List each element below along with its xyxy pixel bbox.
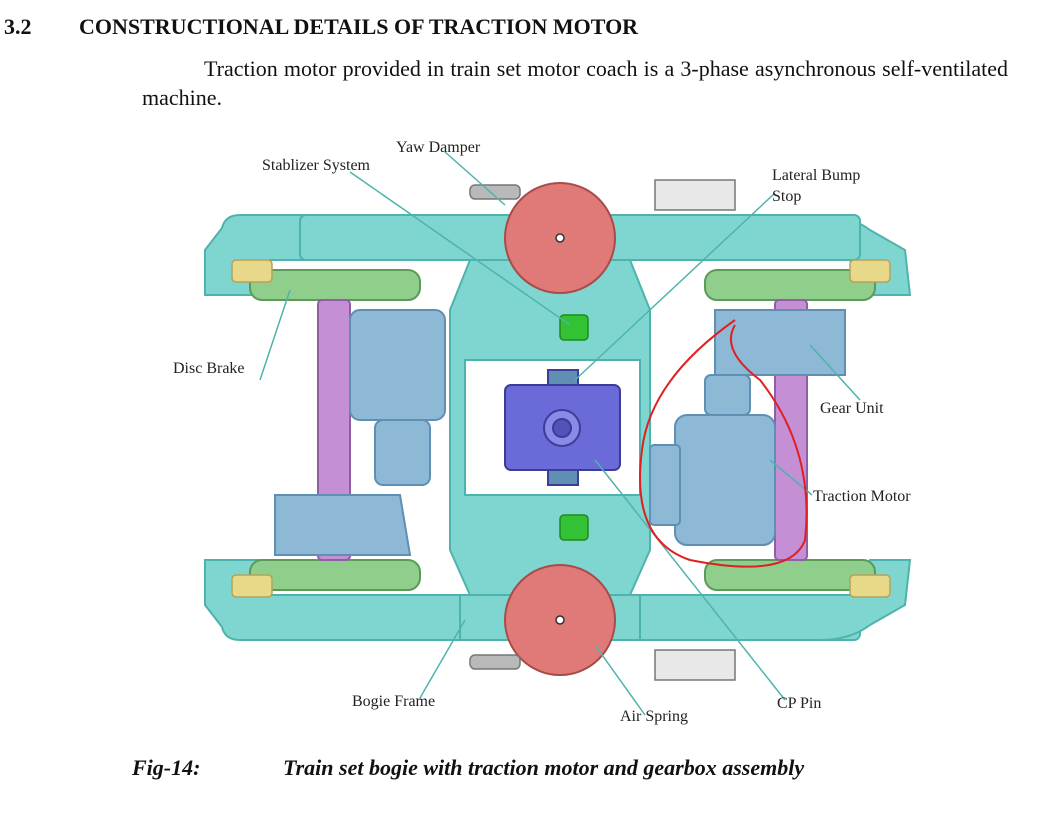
bogie-frame-shape <box>204 214 912 641</box>
label-traction-motor: Traction Motor <box>813 488 911 505</box>
label-cp-pin: CP Pin <box>777 695 822 712</box>
stabilizer-parts <box>559 314 589 541</box>
section-number: 3.2 <box>4 14 32 39</box>
right-traction-motor <box>649 309 846 546</box>
caption-number: Fig-14: <box>132 755 201 780</box>
left-traction-motor <box>274 309 446 556</box>
label-lateral-bump-stop-1: Lateral Bump <box>772 167 861 184</box>
label-lateral-bump-stop-2: Stop <box>772 188 802 205</box>
label-yaw-damper: Yaw Damper <box>396 139 481 156</box>
bogie-figure: Yaw Damper Stablizer System Lateral Bump… <box>0 120 1042 750</box>
label-bogie-frame: Bogie Frame <box>352 693 436 710</box>
leader-lines <box>259 151 861 716</box>
label-air-spring: Air Spring <box>620 708 688 725</box>
label-gear-unit: Gear Unit <box>820 400 884 417</box>
section-title: CONSTRUCTIONAL DETAILS OF TRACTION MOTOR <box>79 14 639 39</box>
label-disc-brake: Disc Brake <box>173 360 245 377</box>
annotation-circle <box>639 319 808 568</box>
caption-text: Train set bogie with traction motor and … <box>283 755 805 780</box>
label-stabilizer-system: Stablizer System <box>262 157 370 174</box>
bogie-diagram <box>204 151 912 716</box>
body-paragraph: Traction motor provided in train set mot… <box>142 56 1008 110</box>
center-pivot <box>504 369 621 486</box>
